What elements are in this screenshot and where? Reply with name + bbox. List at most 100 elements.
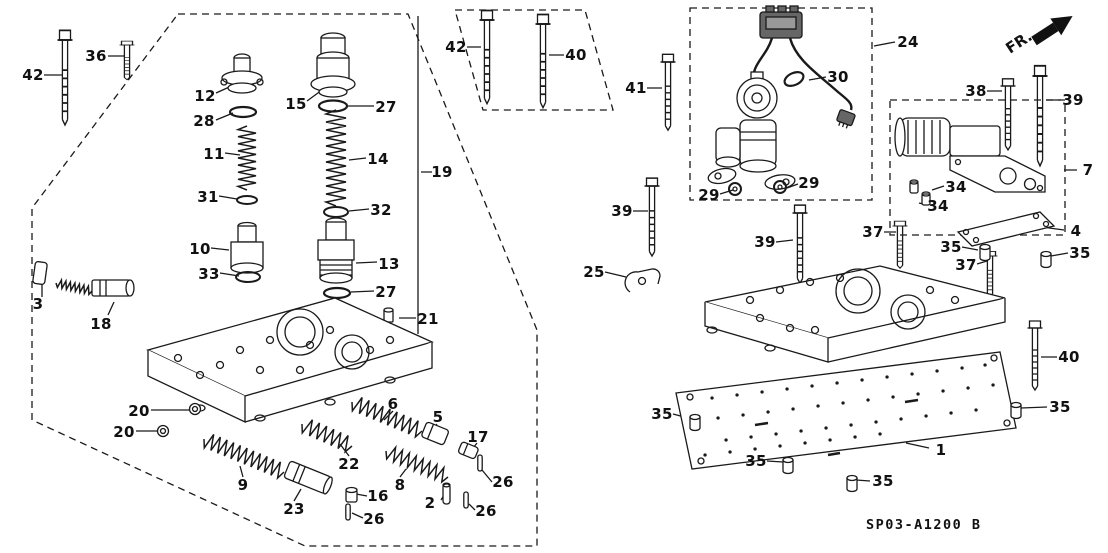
cap-15 <box>310 32 356 98</box>
oring-32 <box>323 206 349 218</box>
separator-plate-1 <box>675 351 1017 470</box>
screw-34-b <box>921 191 931 206</box>
bolt-42-top <box>478 9 496 105</box>
part-label-41: 41 <box>625 79 647 97</box>
spring-22 <box>301 419 353 454</box>
oring-28 <box>228 105 258 119</box>
bolt-37-a <box>891 220 909 269</box>
part-label-25: 25 <box>583 263 605 281</box>
part-label-19: 19 <box>431 163 453 181</box>
part-18-piston <box>91 279 135 297</box>
part-label-4: 4 <box>1070 222 1082 240</box>
part-label-18: 18 <box>90 315 112 333</box>
part-label-20: 20 <box>128 402 150 420</box>
part-label-1: 1 <box>935 441 947 459</box>
leader-lines-left <box>41 46 564 519</box>
part-label-39: 39 <box>1062 91 1084 109</box>
part-label-35: 35 <box>1069 244 1091 262</box>
part-label-35: 35 <box>940 238 962 256</box>
valve-10 <box>230 221 264 274</box>
part-label-21: 21 <box>417 310 439 328</box>
spring-8 <box>385 444 449 484</box>
bolt-36 <box>118 40 136 81</box>
part-label-35: 35 <box>872 472 894 490</box>
part-label-17: 17 <box>467 428 489 446</box>
diagram-code: SP03-A1200 B <box>866 517 982 533</box>
bolt-42-left <box>56 29 74 126</box>
part-label-40: 40 <box>565 46 587 64</box>
bolt-39-right <box>1031 64 1049 167</box>
cap-35-e <box>1010 401 1022 420</box>
part-label-24: 24 <box>897 33 919 51</box>
part-label-13: 13 <box>378 255 400 273</box>
left-group-boundary <box>31 13 538 547</box>
gasket-4 <box>956 211 1056 247</box>
part-label-31: 31 <box>197 188 219 206</box>
part-label-36: 36 <box>85 47 107 65</box>
spring-18 <box>55 277 93 297</box>
part-label-35: 35 <box>745 452 767 470</box>
pin-26-b <box>463 491 469 509</box>
part-label-22: 22 <box>338 455 360 473</box>
screw-34-a <box>909 179 919 194</box>
part-label-3: 3 <box>32 295 44 313</box>
piston-23 <box>283 460 333 495</box>
pin-26-c <box>345 503 351 521</box>
part-16-cap <box>345 486 358 503</box>
pin-26-a <box>477 454 483 472</box>
part-label-9: 9 <box>237 476 249 494</box>
oring-27-top <box>317 99 349 113</box>
part-label-32: 32 <box>370 201 392 219</box>
part-label-26: 26 <box>492 473 514 491</box>
part-label-23: 23 <box>283 500 305 518</box>
bolt-39-mid <box>791 204 809 284</box>
cap-35-d <box>782 456 794 475</box>
part-label-35: 35 <box>1049 398 1071 416</box>
harness-wire-right <box>788 37 853 111</box>
part-label-29: 29 <box>698 186 720 204</box>
part-label-39: 39 <box>754 233 776 251</box>
part-label-33: 33 <box>198 265 220 283</box>
part-label-2: 2 <box>424 494 436 512</box>
part-label-20: 20 <box>113 423 135 441</box>
piston-17 <box>458 441 479 460</box>
spring-9 <box>203 433 285 481</box>
part-label-28: 28 <box>193 112 215 130</box>
part-label-6: 6 <box>387 395 399 413</box>
cap-35-c <box>689 413 701 432</box>
spring-6 <box>351 397 423 439</box>
valve-body-right <box>704 265 1006 363</box>
bolt-38 <box>999 78 1017 151</box>
part-label-35: 35 <box>651 405 673 423</box>
oring-30 <box>783 71 805 87</box>
nut-20-a <box>188 402 202 416</box>
washer-29-a <box>728 182 742 196</box>
harness-plug <box>836 109 856 129</box>
part-label-38: 38 <box>965 82 987 100</box>
bolt-39-left <box>643 177 661 257</box>
pin-2 <box>442 482 451 505</box>
cap-35-f <box>846 474 858 493</box>
spring-14 <box>323 109 347 207</box>
part-label-26: 26 <box>475 502 497 520</box>
part-label-12: 12 <box>194 87 216 105</box>
cap-35-a <box>979 243 991 262</box>
solenoid-b <box>715 119 777 173</box>
bolt-41 <box>659 53 677 131</box>
part-label-26: 26 <box>363 510 385 528</box>
part-label-8: 8 <box>394 476 406 494</box>
part-3-wedge <box>32 261 48 285</box>
part-label-10: 10 <box>189 240 211 258</box>
oring-27-bottom <box>322 286 352 300</box>
part-label-29: 29 <box>798 174 820 192</box>
nut-20-b <box>156 424 170 438</box>
left-bolt-group-boundary <box>454 9 614 111</box>
part-label-27: 27 <box>375 98 397 116</box>
part-label-42: 42 <box>22 66 44 84</box>
part-label-34: 34 <box>945 178 967 196</box>
valve-body-left <box>146 297 434 424</box>
fr-arrow <box>1031 15 1073 46</box>
solenoid-a <box>736 71 778 119</box>
